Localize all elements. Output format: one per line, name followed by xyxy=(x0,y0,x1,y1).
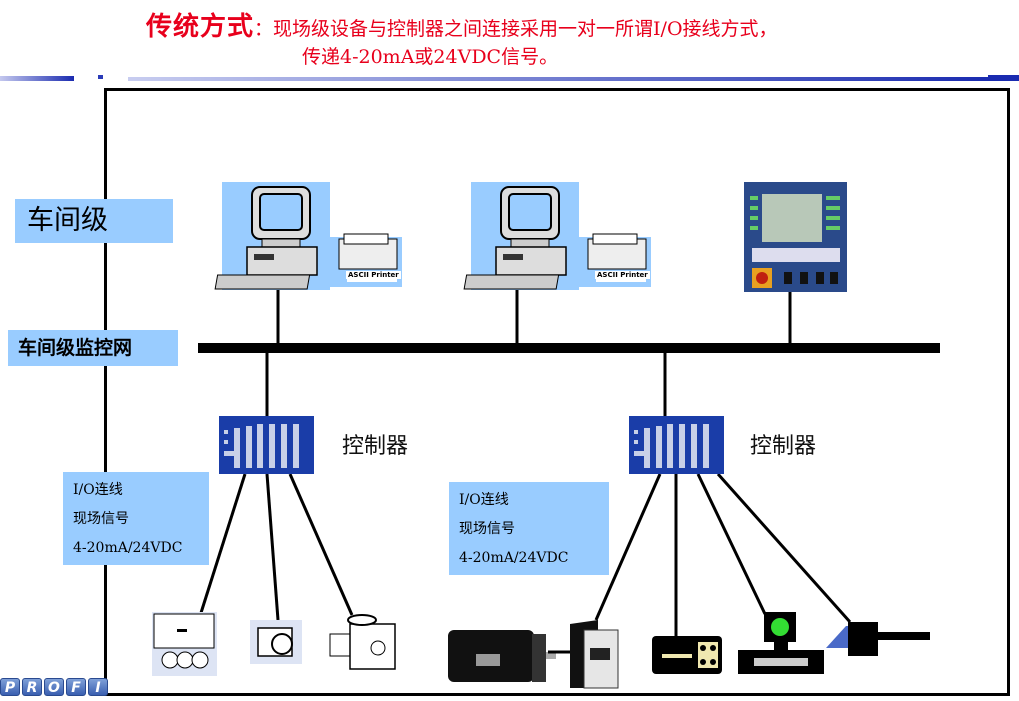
logo-letter: F xyxy=(66,678,86,696)
header-rule-right xyxy=(128,77,990,81)
monitoring-network-label: 车间级监控网 xyxy=(8,330,178,366)
servo-motor xyxy=(448,630,556,682)
io-signal-box-1: I/O连线 现场信号 4-20mA/24VDC xyxy=(63,472,209,565)
pressure-transmitter xyxy=(250,620,302,664)
control-valve xyxy=(329,614,396,670)
header-rule-end xyxy=(988,75,1019,81)
header-rule-dot xyxy=(98,75,103,79)
diagram-frame xyxy=(104,88,1010,696)
controller-label-2: 控制器 xyxy=(750,434,817,459)
io-line-2: 现场信号 xyxy=(459,521,515,537)
level-sensor xyxy=(826,622,930,656)
io-signal-box-2: I/O连线 现场信号 4-20mA/24VDC xyxy=(449,482,609,575)
io-line-3: 4-20mA/24VDC xyxy=(73,540,183,556)
io-line-1: I/O连线 xyxy=(459,492,509,508)
operator-panel xyxy=(744,182,847,292)
logo-letter: R xyxy=(22,678,42,696)
logo-letter: I xyxy=(88,678,108,696)
controller-rack-1 xyxy=(219,416,314,474)
io-line-2: 现场信号 xyxy=(73,511,129,527)
printer-label-2: ASCII Printer xyxy=(595,271,650,279)
workshop-level-label: 车间级 xyxy=(15,199,173,243)
io-wiring-right xyxy=(594,473,852,636)
slide-title: 传统方式：现场级设备与控制器之间连接采用一对一所谓I/O接线方式， xyxy=(146,6,778,43)
flow-meter xyxy=(738,612,824,674)
logo-letter: P xyxy=(0,678,20,696)
valve-positioner xyxy=(152,612,217,676)
printer-label-1: ASCII Printer xyxy=(346,271,401,279)
title-colon: ： xyxy=(254,18,274,40)
controller-rack-2 xyxy=(629,416,724,474)
drive-unit xyxy=(570,620,619,689)
field-module xyxy=(652,636,722,674)
io-line-1: I/O连线 xyxy=(73,482,123,498)
title-keyword: 传统方式 xyxy=(146,12,255,42)
title-line-2: 传递4-20mA或24VDC信号。 xyxy=(302,46,559,68)
workstation-2 xyxy=(463,182,651,290)
header-rule-left xyxy=(0,76,74,81)
controller-label-1: 控制器 xyxy=(342,434,409,459)
logo-letter: O xyxy=(44,678,64,696)
io-line-3: 4-20mA/24VDC xyxy=(459,550,569,566)
title-line-1: 现场级设备与控制器之间连接采用一对一所谓I/O接线方式， xyxy=(273,18,778,40)
network-bus xyxy=(198,343,940,353)
io-wiring-left xyxy=(198,473,354,621)
